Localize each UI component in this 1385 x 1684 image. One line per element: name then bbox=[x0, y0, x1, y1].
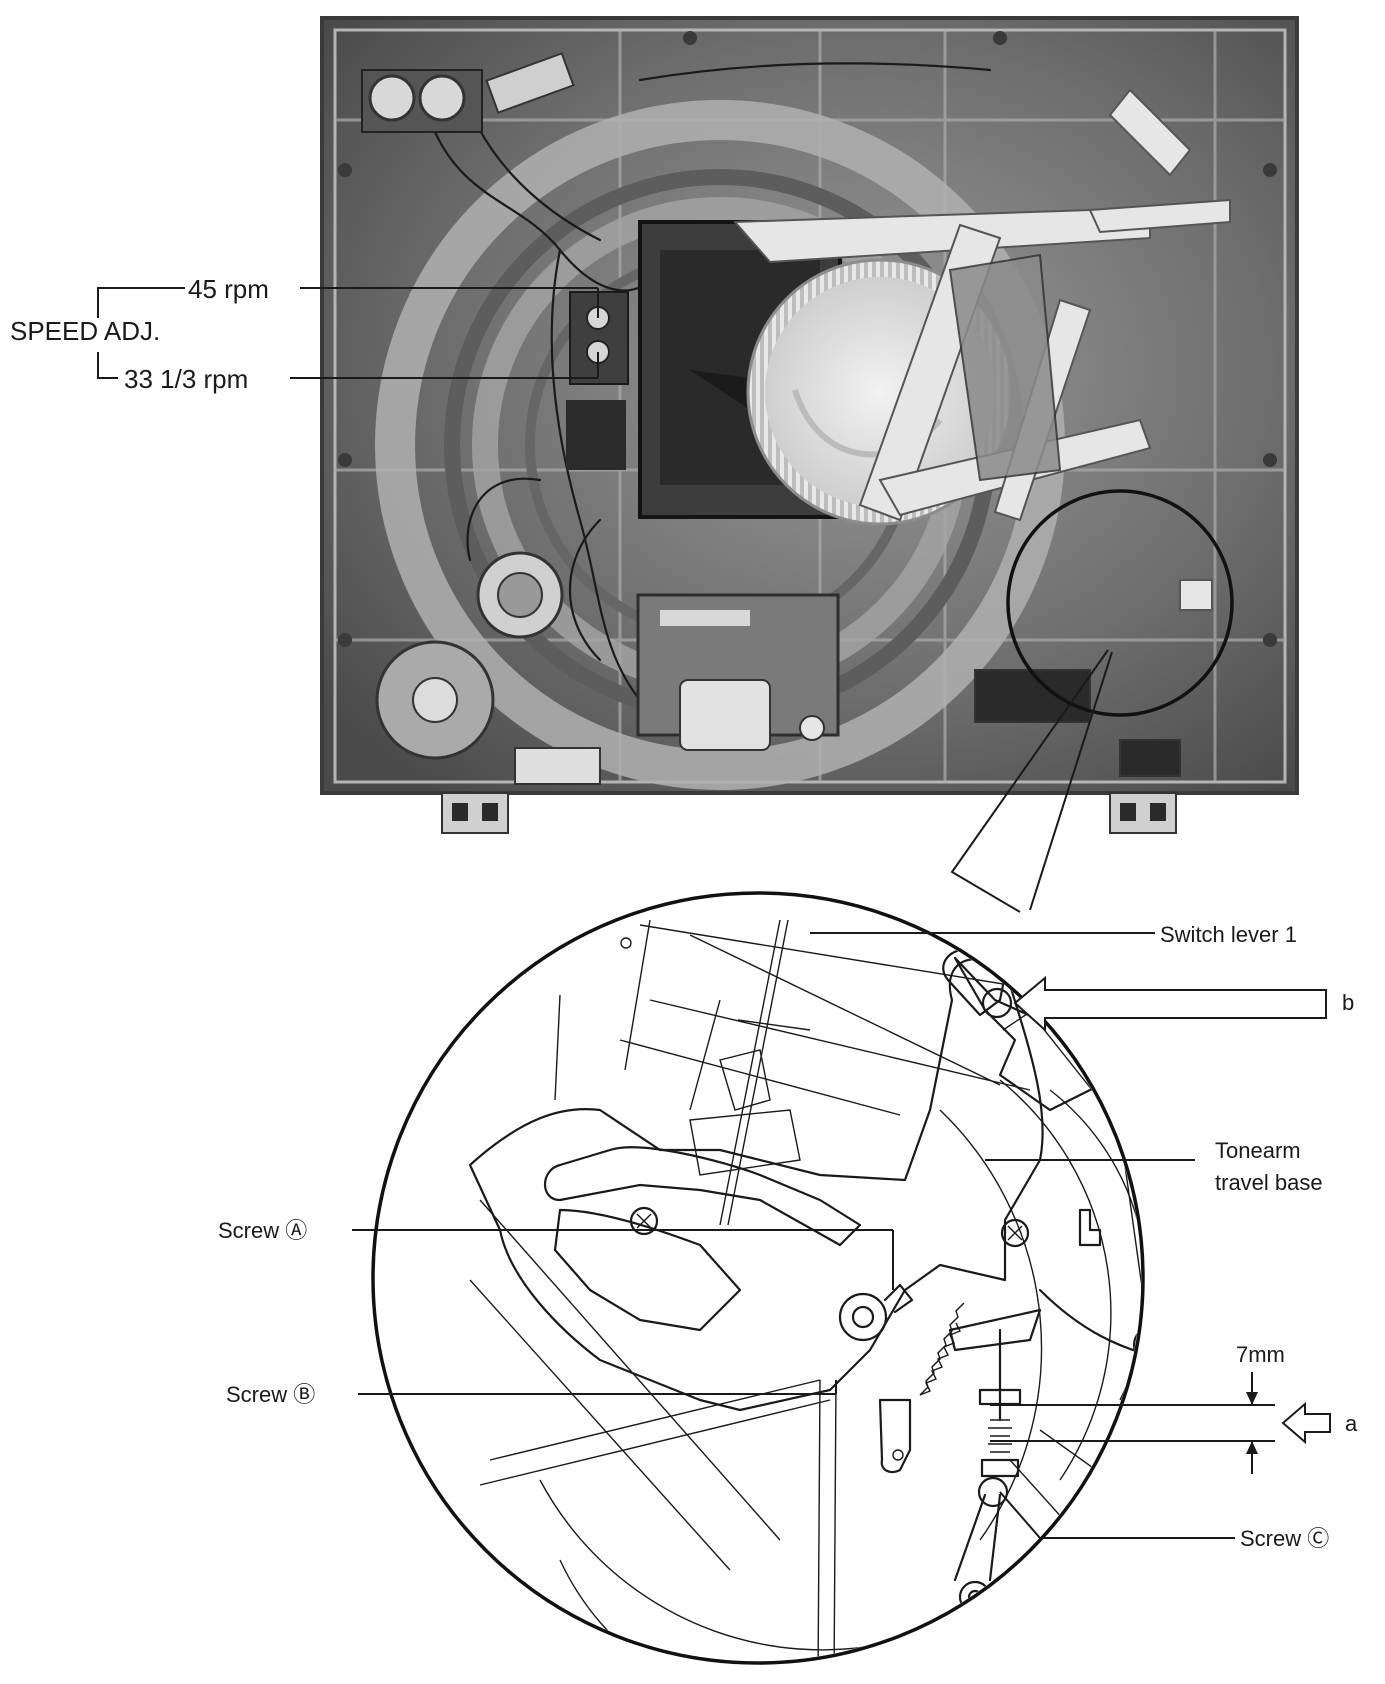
tonearm-label-line2: travel base bbox=[1215, 1170, 1323, 1195]
screw-b-callout: Screw Ⓑ bbox=[226, 1380, 837, 1407]
screw-a-callout: Screw Ⓐ bbox=[218, 1218, 894, 1290]
gap-7mm-label: 7mm bbox=[1236, 1342, 1285, 1367]
arrow-b-callout: b bbox=[1013, 975, 1354, 1033]
screw-b-label: Screw Ⓑ bbox=[226, 1382, 315, 1407]
screw-right-head bbox=[1000, 1218, 1030, 1248]
screw-c-callout: Screw Ⓒ bbox=[999, 1491, 1329, 1551]
pulleys bbox=[375, 551, 601, 785]
switch-lever-label: Switch lever 1 bbox=[1160, 922, 1297, 947]
speed-adj-label: SPEED ADJ. bbox=[10, 316, 160, 346]
detail-callout-lines bbox=[950, 649, 1113, 913]
arrow-a-label: a bbox=[1345, 1411, 1358, 1436]
rpm-33-label: 33 1/3 rpm bbox=[124, 364, 248, 394]
tonearm-base-callout: Tonearm travel base bbox=[985, 1138, 1323, 1195]
potentiometer-pair bbox=[361, 52, 575, 133]
screw-c-label: Screw Ⓒ bbox=[1240, 1526, 1329, 1551]
screw-a-head bbox=[629, 1206, 659, 1236]
screw-a-label: Screw Ⓐ bbox=[218, 1218, 307, 1243]
tonearm-label-line1: Tonearm bbox=[1215, 1138, 1301, 1163]
eccentric-knob bbox=[838, 1283, 914, 1342]
switch-lever-callout: Switch lever 1 bbox=[810, 922, 1297, 947]
gap-7mm-dimension: 7mm bbox=[990, 1342, 1285, 1474]
power-board bbox=[636, 593, 840, 751]
speed-adjust-board bbox=[566, 291, 629, 470]
speed-adjust-callout: SPEED ADJ. 45 rpm 33 1/3 rpm bbox=[10, 274, 599, 394]
arrow-b-label: b bbox=[1342, 990, 1354, 1015]
detail-inset: Switch lever 1 b Tonearm travel base Scr… bbox=[218, 891, 1358, 1665]
turntable-bottom-photo bbox=[320, 16, 1299, 834]
rpm-45-label: 45 rpm bbox=[188, 274, 269, 304]
detail-highlight-circle bbox=[1006, 489, 1234, 717]
arrow-a-callout: a bbox=[1281, 1401, 1358, 1445]
